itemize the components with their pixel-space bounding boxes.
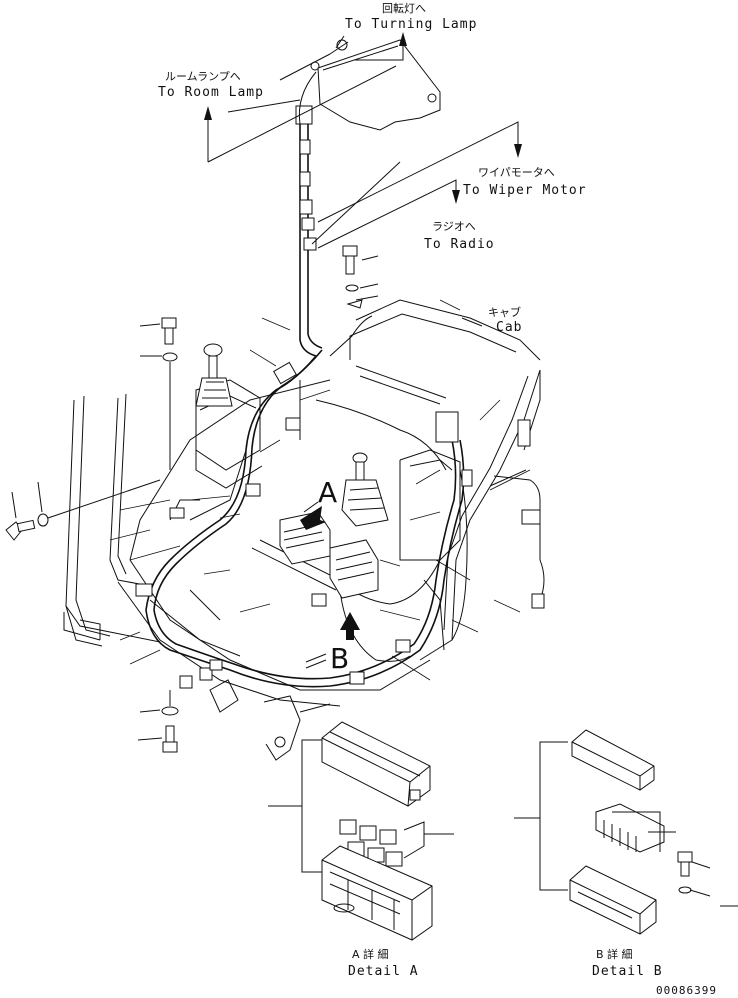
left-joystick: [195, 343, 233, 407]
bolt-top: [342, 245, 379, 309]
bolt-left-bottom: [137, 690, 179, 753]
radio-label: To Radio: [424, 237, 495, 252]
bolt-left-top: [139, 317, 178, 470]
detail-b: B 詳 細 Detail B: [514, 729, 738, 979]
floor-harness: [135, 315, 473, 689]
detail-a-label: Detail A: [348, 964, 419, 979]
wiper-motor-label: To Wiper Motor: [463, 183, 587, 198]
view-a-letter: A: [318, 476, 337, 509]
top-leaders: [204, 32, 522, 249]
detail-b-label-jp: B 詳 細: [596, 947, 633, 961]
cab-floor: [63, 299, 541, 707]
drawing-number: 00086399: [656, 984, 717, 997]
wiper-motor-label-jp: ワイパモータへ: [478, 166, 555, 179]
floor-leaders: [109, 299, 531, 681]
view-b-marker: B: [305, 612, 360, 675]
turning-lamp-label-jp: 回転灯へ: [382, 2, 426, 15]
detail-a: A 詳 細 Detail A: [268, 721, 454, 979]
cab-label-jp: キャブ: [488, 305, 521, 319]
cab-label: Cab: [496, 320, 522, 335]
top-bracket: [310, 35, 441, 131]
detail-b-label: Detail B: [592, 964, 663, 979]
radio-label-jp: ラジオへ: [432, 220, 476, 233]
bolt-left-side: [5, 479, 161, 541]
view-b-letter: B: [330, 642, 349, 675]
turning-lamp-label: To Turning Lamp: [345, 17, 477, 32]
right-pipe: [489, 469, 545, 609]
lower-bracket: [209, 679, 331, 761]
room-lamp-label-jp: ルームランプへ: [165, 70, 241, 83]
room-lamp-label: To Room Lamp: [158, 85, 264, 100]
detail-a-label-jp: A 詳 細: [352, 947, 389, 961]
view-a-marker: A: [300, 476, 337, 530]
right-joystick: [341, 452, 389, 527]
